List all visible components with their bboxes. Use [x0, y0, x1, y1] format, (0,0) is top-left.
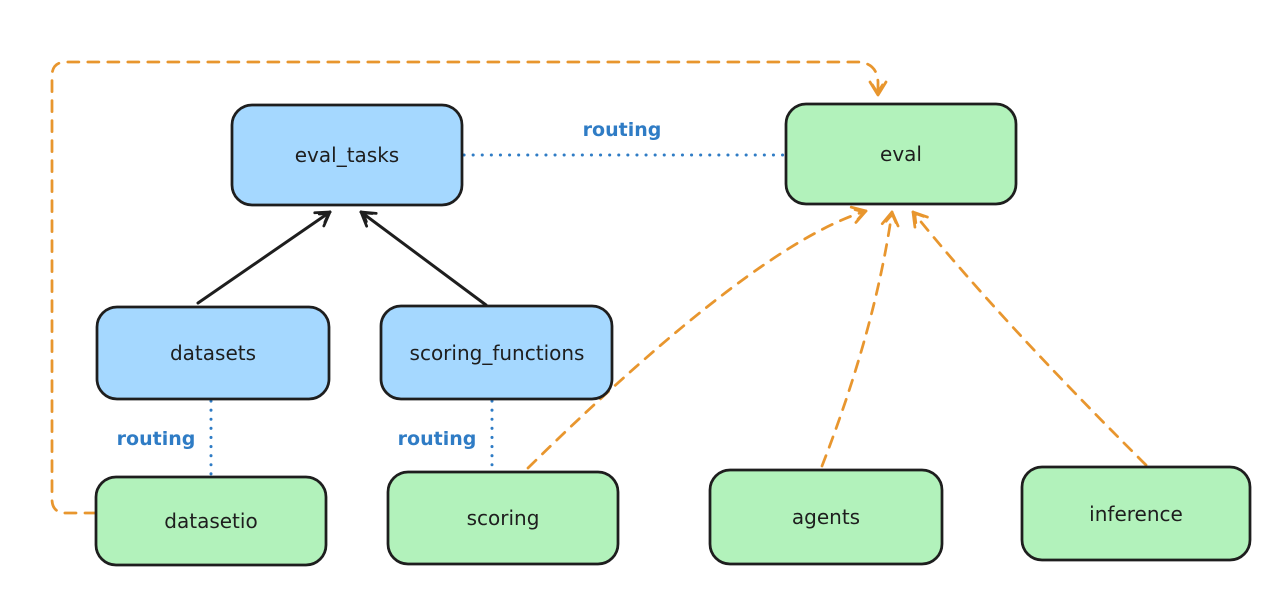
- inference-box: [1020, 465, 1252, 562]
- edge-scoring-functions-to-eval-tasks: [359, 210, 488, 307]
- edge-agents-to-eval: [820, 210, 900, 468]
- scoring-label: scoring: [467, 506, 540, 530]
- datasets-label: datasets: [170, 341, 256, 365]
- datasets-box: [95, 305, 331, 401]
- inference-label: inference: [1089, 502, 1183, 526]
- node-agents: agents: [708, 468, 944, 566]
- node-scoring-functions: scoring_functions: [379, 304, 614, 401]
- datasetio-label: datasetio: [164, 509, 257, 533]
- eval-label: eval: [880, 142, 922, 166]
- agents-label: agents: [792, 505, 860, 529]
- datasetio-box: [94, 475, 328, 567]
- node-eval-tasks: eval_tasks: [230, 103, 464, 207]
- edge-inference-to-eval: [911, 210, 1148, 467]
- node-eval: eval: [784, 102, 1018, 206]
- eval-tasks-label: eval_tasks: [295, 143, 399, 167]
- routing-label-scoring-functions-scoring: routing: [398, 428, 477, 450]
- eval-tasks-box: [230, 103, 464, 207]
- node-scoring: scoring: [386, 470, 620, 566]
- routing-label-datasets-datasetio: routing: [117, 428, 196, 450]
- scoring-functions-box: [379, 304, 614, 401]
- node-inference: inference: [1020, 465, 1252, 562]
- scoring-functions-label: scoring_functions: [410, 341, 585, 365]
- node-datasets: datasets: [95, 305, 331, 401]
- routing-label-eval-tasks-eval: routing: [583, 119, 662, 141]
- node-datasetio: datasetio: [94, 475, 328, 567]
- eval-box: [784, 102, 1018, 206]
- edge-datasets-to-eval-tasks: [196, 210, 332, 305]
- edge-scoring-to-eval: [526, 205, 868, 470]
- scoring-box: [386, 470, 620, 566]
- agents-box: [708, 468, 944, 566]
- edge-datasetio-to-eval: [50, 60, 888, 515]
